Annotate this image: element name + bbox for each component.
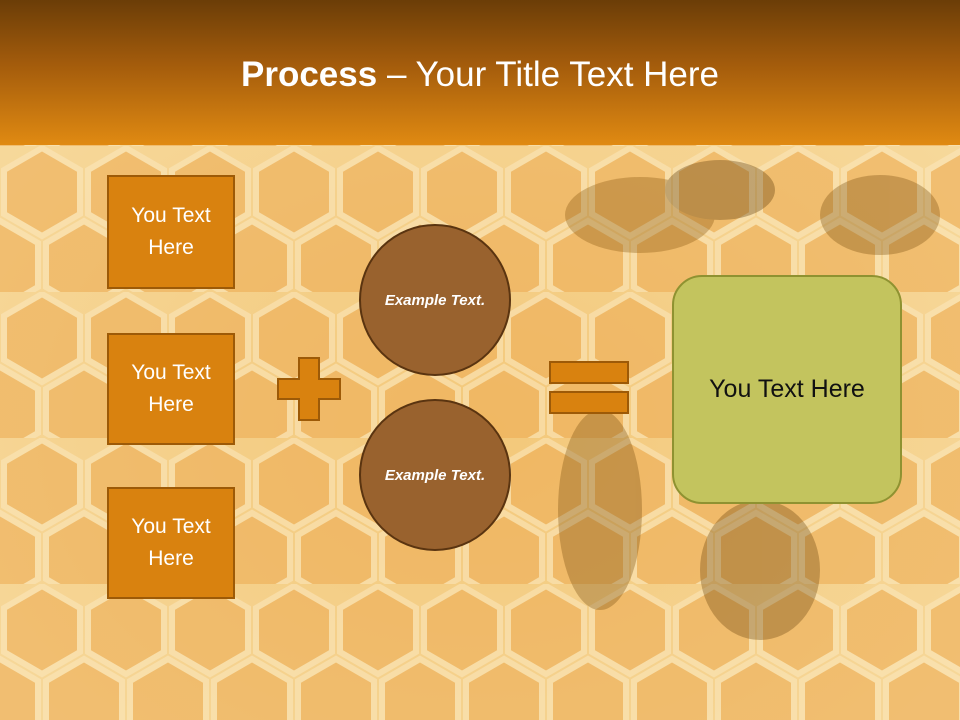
operand-circle-2: Example Text. [359, 399, 511, 551]
title-bar [0, 0, 960, 145]
input-box-2: You Text Here [107, 333, 235, 445]
slide-title: Process – Your Title Text Here [0, 50, 960, 100]
bee-shapes [558, 160, 940, 640]
title-bold-text: Process [241, 55, 378, 94]
title-rest-text: – Your Title Text Here [377, 55, 719, 94]
equals-icon [549, 361, 629, 414]
input-box-1: You Text Here [107, 175, 235, 289]
plus-icon [277, 357, 341, 421]
result-box: You Text Here [672, 275, 902, 504]
operand-circle-1: Example Text. [359, 224, 511, 376]
input-box-3: You Text Here [107, 487, 235, 599]
